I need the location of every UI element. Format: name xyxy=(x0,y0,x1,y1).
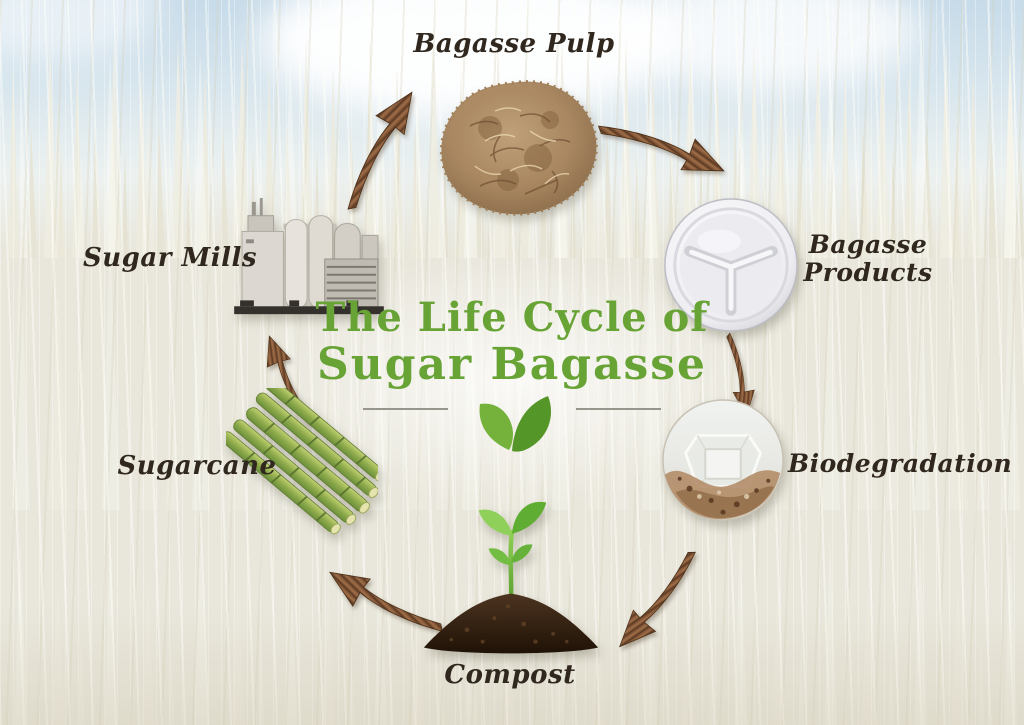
stage-biodegradation xyxy=(654,398,792,526)
stage-label-biodegradation: Biodegradation xyxy=(788,449,1013,478)
soil-seedling-illustration xyxy=(423,501,599,654)
stage-compost xyxy=(418,492,604,658)
stage-label-line: Bagasse xyxy=(808,230,928,259)
title-line-2: Sugar Bagasse xyxy=(316,339,708,390)
divider-line-left xyxy=(363,408,448,410)
wooden-arrow-pulp-to-products xyxy=(595,88,730,206)
compartment-plate-illustration xyxy=(664,198,798,332)
stage-bagasse-products xyxy=(662,196,800,334)
stage-label-line: Products xyxy=(803,258,933,287)
sugarcane-stalks-illustration xyxy=(226,388,378,535)
stage-label-sugar-mills: Sugar Mills xyxy=(82,243,257,273)
sugar-mill-factory-illustration xyxy=(234,197,384,315)
stage-label-compost: Compost xyxy=(444,660,576,690)
stage-label-bagasse-pulp: Bagasse Pulp xyxy=(413,29,615,59)
decomposing-plate-illustration xyxy=(662,399,784,521)
diagram-title: The Life Cycle of Sugar Bagasse xyxy=(302,296,722,391)
stage-bagasse-pulp xyxy=(430,76,608,218)
divider-line-right xyxy=(576,408,661,410)
stage-sugar-mills xyxy=(230,196,388,324)
stage-sugarcane xyxy=(226,388,378,540)
stage-label-bagasse-products: Bagasse Products xyxy=(796,231,940,287)
bagasse-pulp-illustration xyxy=(439,80,598,216)
wooden-arrow-biodegradation-to-compost xyxy=(597,548,720,654)
stage-label-sugarcane: Sugarcane xyxy=(117,451,277,481)
title-line-1: The Life Cycle of xyxy=(315,294,709,341)
wooden-arrow-mills-to-pulp xyxy=(315,85,442,213)
heart-leaves-icon xyxy=(479,396,552,452)
